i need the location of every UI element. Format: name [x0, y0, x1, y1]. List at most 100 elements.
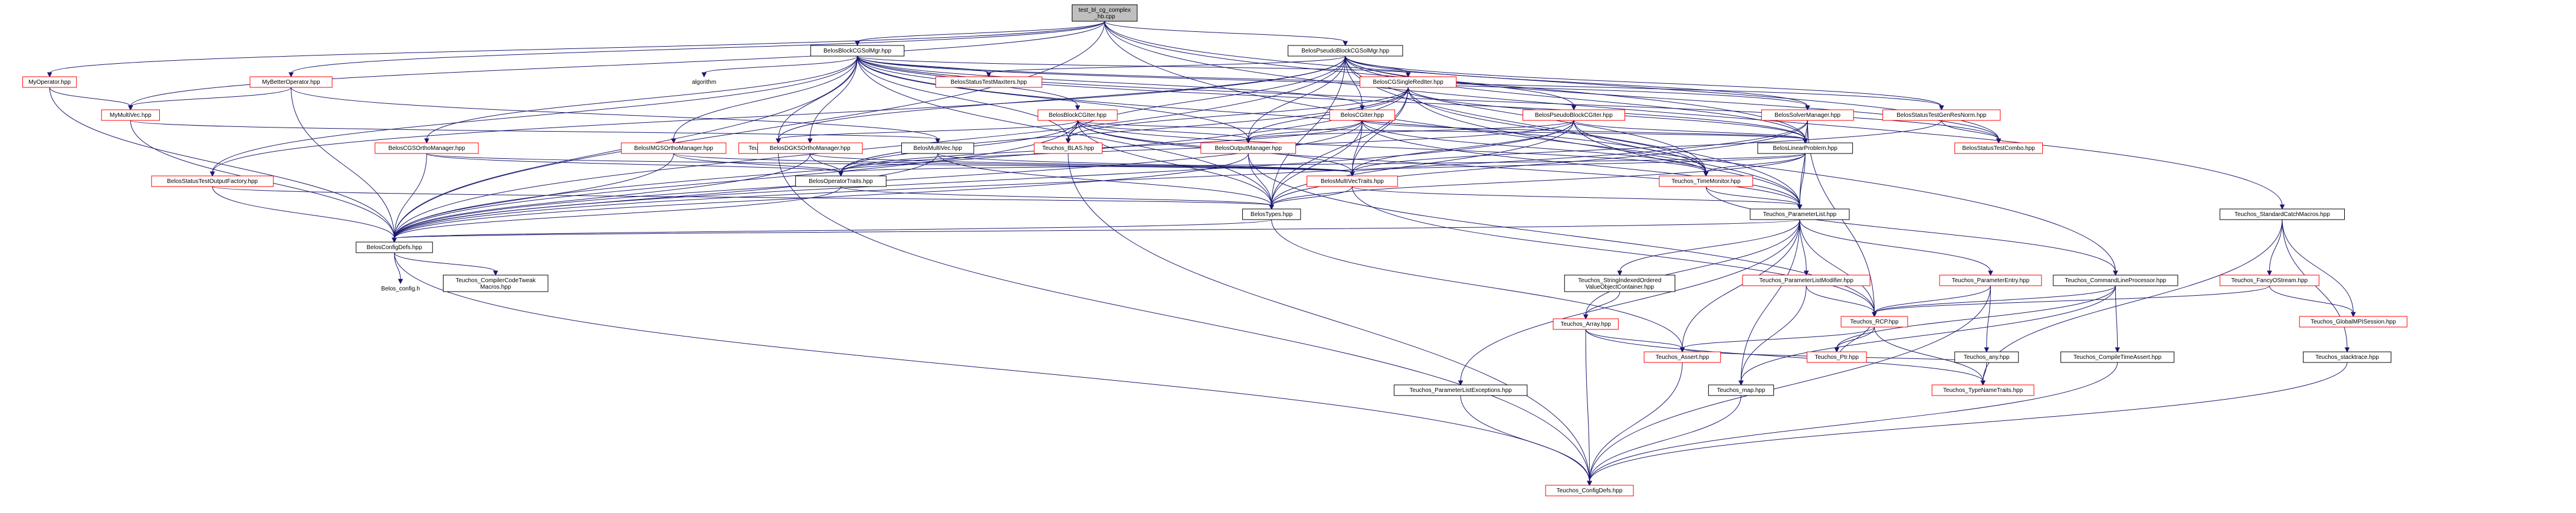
graph-node-imgs[interactable]: BelosIMGSOrthoManager.hpp: [621, 142, 727, 154]
dependency-edge: [840, 153, 1806, 173]
dependency-edge: [857, 55, 1999, 140]
dependency-edge: [1799, 219, 1875, 313]
graph-node-blas[interactable]: Teuchos_BLAS.hpp: [1033, 142, 1102, 154]
graph-node-array[interactable]: Teuchos_Array.hpp: [1553, 318, 1619, 330]
graph-node-multivec[interactable]: BelosMultiVec.hpp: [901, 142, 974, 154]
graph-node-label: Teuchos_CommandLineProcessor.hpp: [2065, 277, 2166, 284]
graph-node-stcombo[interactable]: BelosStatusTestCombo.hpp: [1954, 142, 2043, 154]
dependency-edge: [1077, 120, 1800, 206]
graph-node-any[interactable]: Teuchos_any.hpp: [1954, 351, 2019, 363]
dependency-edge: [393, 120, 1808, 239]
graph-node-stdcatch[interactable]: Teuchos_StandardCatchMacros.hpp: [2219, 208, 2345, 220]
graph-node-strindexed[interactable]: Teuchos_StringIndexedOrderedValueObjectC…: [1564, 275, 1676, 292]
graph-node-mvtraits[interactable]: BelosMultiVecTraits.hpp: [1307, 175, 1398, 187]
graph-node-solmgr[interactable]: BelosSolverManager.hpp: [1761, 109, 1854, 121]
graph-node-label: Teuchos_stacktrace.hpp: [2315, 354, 2379, 361]
arrowhead-icon: [2267, 270, 2272, 276]
graph-node-fancy[interactable]: Teuchos_FancyOStream.hpp: [2219, 275, 2319, 286]
dependency-edge: [778, 120, 1078, 140]
graph-node-box: [1033, 142, 1102, 154]
graph-node-label: Teuchos_CompileTimeAssert.hpp: [2073, 354, 2162, 361]
graph-node-label: BelosOutputManager.hpp: [1215, 145, 1282, 152]
graph-node-stacktrace[interactable]: Teuchos_stacktrace.hpp: [2303, 351, 2391, 363]
graph-node-compiletime[interactable]: Teuchos_CompileTimeAssert.hpp: [2060, 351, 2175, 363]
graph-node-box: [1954, 351, 2019, 363]
dependency-edge: [1874, 326, 1984, 382]
dependency-edge: [1077, 120, 1806, 140]
graph-node-plmodifier[interactable]: Teuchos_ParameterListModifier.hpp: [1742, 275, 1871, 286]
dependency-edge: [393, 186, 841, 239]
graph-node-bcgiter[interactable]: BelosBlockCGIter.hpp: [1038, 109, 1118, 121]
graph-node-configdefs[interactable]: BelosConfigDefs.hpp: [356, 241, 433, 253]
graph-node-stmax[interactable]: BelosStatusTestMaxIters.hpp: [935, 76, 1042, 88]
graph-node-label: Macros.hpp: [480, 284, 511, 290]
dependency-edge: [1806, 285, 1875, 313]
graph-node-label: MyBetterOperator.hpp: [262, 79, 320, 86]
graph-node-globalmpi[interactable]: Teuchos_GlobalMPISession.hpp: [2299, 316, 2408, 328]
dependency-edge: [1345, 55, 1999, 140]
graph-node-label: Teuchos_CompilerCodeTweak: [455, 277, 536, 284]
graph-node-mybetter[interactable]: MyBetterOperator.hpp: [250, 76, 333, 88]
graph-edges: [47, 21, 2356, 486]
graph-node-ple[interactable]: Teuchos_ParameterListExceptions.hpp: [1393, 384, 1528, 396]
graph-node-label: BelosOperatorTraits.hpp: [809, 178, 873, 185]
graph-node-root[interactable]: test_bl_cg_complex_hb.cpp: [1071, 4, 1138, 22]
dependency-edge: [130, 87, 291, 107]
dependency-edge: [1104, 21, 2116, 272]
graph-node-asserthpp[interactable]: Teuchos_Assert.hpp: [1643, 351, 1721, 363]
dependency-edge: [1573, 120, 1707, 173]
graph-node-timemon[interactable]: Teuchos_TimeMonitor.hpp: [1659, 175, 1753, 187]
graph-node-ppbcgsol[interactable]: BelosPseudoBlockCGSolMgr.hpp: [1288, 45, 1403, 57]
graph-node-cmdline[interactable]: Teuchos_CommandLineProcessor.hpp: [2053, 275, 2178, 286]
graph-node-cgsr[interactable]: BelosCGSingleRedIter.hpp: [1360, 76, 1457, 88]
graph-node-box: [22, 76, 77, 88]
dependency-edge: [393, 219, 1272, 239]
arrowhead-icon: [2279, 204, 2285, 210]
graph-node-teuchosconfig[interactable]: Teuchos_ConfigDefs.hpp: [1545, 485, 1634, 496]
graph-node-label: BelosStatusTestOutputFactory.hpp: [167, 178, 258, 185]
graph-node-linprob[interactable]: BelosLinearProblem.hpp: [1757, 142, 1853, 154]
graph-node-mymv[interactable]: MyMultiVec.hpp: [101, 109, 160, 121]
graph-node-box: [1931, 384, 2034, 396]
graph-node-paramentry[interactable]: Teuchos_ParameterEntry.hpp: [1939, 275, 2042, 286]
graph-node-cgsortho[interactable]: BelosCGSOrthoManager.hpp: [375, 142, 479, 154]
dependency-edge: [1874, 285, 2270, 313]
arrowhead-icon: [1980, 380, 1986, 386]
graph-node-cgiter[interactable]: BelosCGIter.hpp: [1329, 109, 1396, 121]
graph-node-typename[interactable]: Teuchos_TypeNameTraits.hpp: [1931, 384, 2034, 396]
graph-node-box: [810, 45, 905, 57]
dependency-edge: [1836, 285, 2116, 349]
graph-node-optraits[interactable]: BelosOperatorTraits.hpp: [795, 175, 887, 187]
dependency-edge: [673, 153, 841, 173]
dependency-edge: [1068, 87, 1409, 140]
graph-node-myop[interactable]: MyOperator.hpp: [22, 76, 77, 88]
graph-node-box: [757, 142, 863, 154]
dependency-edge: [1589, 362, 2118, 482]
graph-node-stoutfac[interactable]: BelosStatusTestOutputFactory.hpp: [151, 175, 274, 187]
graph-node-ptr[interactable]: Teuchos_Ptr.hpp: [1806, 351, 1867, 363]
graph-node-box: [1708, 384, 1774, 396]
graph-node-pbcgiter[interactable]: BelosPseudoBlockCGIter.hpp: [1522, 109, 1625, 121]
graph-node-dgks[interactable]: BelosDGKSOrthoManager.hpp: [757, 142, 863, 154]
arrowhead-icon: [1617, 270, 1623, 276]
graph-node-paramlist[interactable]: Teuchos_ParameterList.hpp: [1750, 208, 1850, 220]
dependency-edge: [393, 21, 1105, 239]
graph-node-label: algorithm: [692, 79, 716, 86]
graph-node-bbcgsol[interactable]: BelosBlockCGSolMgr.hpp: [810, 45, 905, 57]
graph-node-rcp[interactable]: Teuchos_RCP.hpp: [1840, 316, 1908, 328]
dependency-edge: [857, 21, 1105, 43]
dependency-edge: [1104, 21, 2283, 206]
dependency-edge: [809, 153, 841, 173]
dependency-edge: [2115, 285, 2118, 349]
graph-node-box: [1200, 142, 1297, 154]
graph-node-stgenres[interactable]: BelosStatusTestGenResNorm.hpp: [1882, 109, 2001, 121]
graph-node-types[interactable]: BelosTypes.hpp: [1242, 208, 1301, 220]
graph-node-outmgr[interactable]: BelosOutputManager.hpp: [1200, 142, 1297, 154]
graph-node-box: [1806, 351, 1867, 363]
arrowhead-icon: [935, 138, 940, 144]
graph-node-maphpp[interactable]: Teuchos_map.hpp: [1708, 384, 1774, 396]
dependency-edge: [393, 219, 1800, 239]
dependency-edge: [1271, 219, 1683, 349]
